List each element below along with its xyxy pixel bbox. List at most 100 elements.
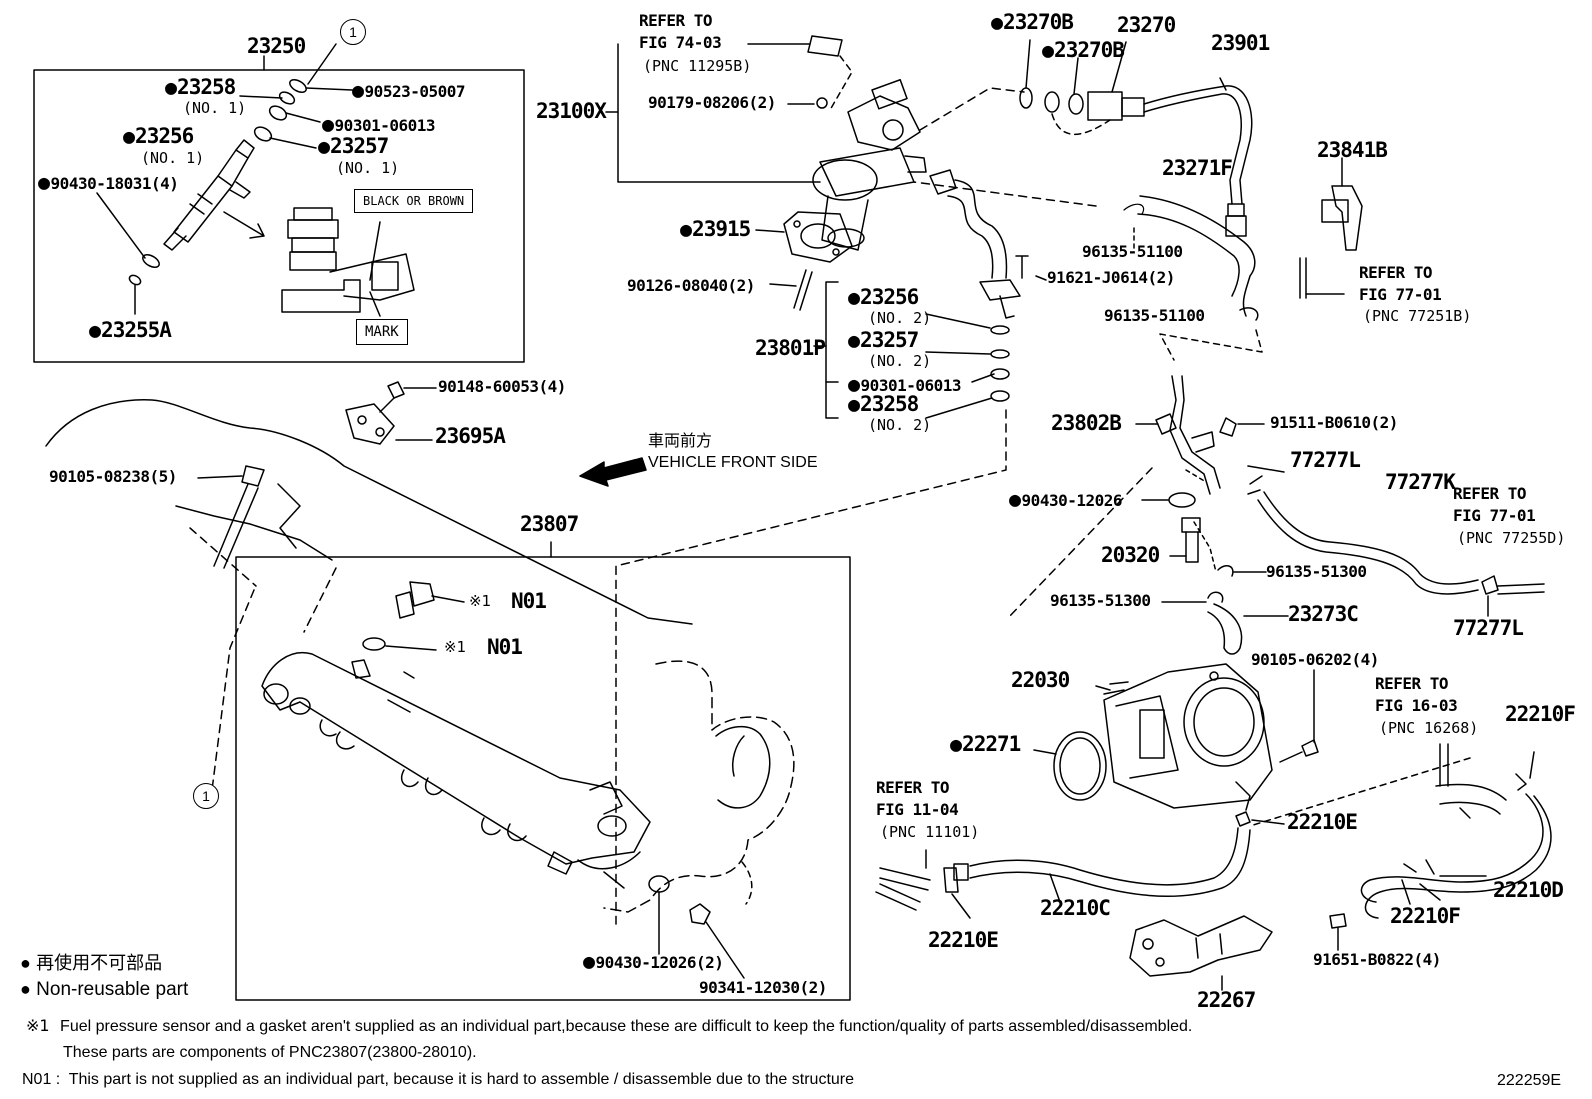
label-20320: 20320 bbox=[1101, 543, 1160, 567]
label-90523-05007: 90523-05007 bbox=[352, 80, 466, 100]
circle-ref-1-top: 1 bbox=[340, 19, 366, 45]
label-23100X: 23100X bbox=[536, 99, 607, 123]
label-23256-no2-sub: (NO. 2) bbox=[868, 309, 932, 327]
label-23695A: 23695A bbox=[435, 424, 506, 448]
label-96135-51300-b: 96135-51300 bbox=[1050, 591, 1151, 610]
union-bolt-20320-drawing bbox=[1169, 517, 1201, 563]
pump-refer-line3: (PNC 11295B) bbox=[643, 57, 752, 75]
reg-refer-line1: REFER TO bbox=[1359, 263, 1433, 282]
label-23273C: 23273C bbox=[1288, 602, 1359, 626]
label-90179-08206: 90179-08206(2) bbox=[648, 93, 776, 112]
label-22267: 22267 bbox=[1197, 988, 1256, 1012]
legend-jp: ● 再使用不可部品 bbox=[20, 953, 163, 974]
label-96135-51100-b: 96135-51100 bbox=[1104, 306, 1205, 325]
legend-en-text: Non-reusable part bbox=[36, 979, 189, 1000]
label-23257-no1: 23257 bbox=[318, 136, 389, 157]
label-96135-51100-a: 96135-51100 bbox=[1082, 242, 1183, 261]
n01-mark-a: ※1 bbox=[469, 592, 492, 610]
fuel-pump-drawing bbox=[787, 78, 927, 251]
label-22271: 22271 bbox=[950, 734, 1021, 755]
label-91651-B0822: 91651-B0822(4) bbox=[1313, 950, 1441, 969]
footnote-n1-mark: ※1 bbox=[26, 1016, 50, 1035]
footnote-n1-line2: These parts are components of PNC23807(2… bbox=[63, 1044, 477, 1061]
label-90105-06202: 90105-06202(4) bbox=[1251, 650, 1379, 669]
thr-refer-b2: FIG 11-04 bbox=[876, 800, 959, 819]
n01-mark-b: ※1 bbox=[444, 638, 467, 656]
footnote-n1: ※1 Fuel pressure sensor and a gasket are… bbox=[26, 1018, 1192, 1035]
label-front-jp: 車両前方 bbox=[648, 431, 713, 450]
label-22030: 22030 bbox=[1011, 668, 1070, 692]
footnote-n01-text: This part is not supplied as an individu… bbox=[68, 1071, 855, 1088]
bracket-22267-drawing bbox=[1129, 915, 1273, 977]
footnote-n1-line1: Fuel pressure sensor and a gasket aren't… bbox=[60, 1018, 1193, 1035]
label-23915: 23915 bbox=[680, 219, 751, 240]
label-22210F-a: 22210F bbox=[1505, 702, 1576, 726]
legend-jp-text: 再使用不可部品 bbox=[36, 953, 163, 974]
label-23807: 23807 bbox=[520, 512, 579, 536]
label-23250: 23250 bbox=[247, 34, 306, 58]
fuel-rail-drawing bbox=[261, 652, 651, 889]
label-23841B: 23841B bbox=[1317, 138, 1388, 162]
pump-refer-line2: FIG 74-03 bbox=[639, 33, 722, 52]
label-black-or-brown: BLACK OR BROWN bbox=[354, 189, 474, 213]
reg-refer-line3: (PNC 77251B) bbox=[1363, 307, 1472, 325]
label-22210C: 22210C bbox=[1040, 896, 1111, 920]
label-90301-06013-b: 90301-06013 bbox=[848, 374, 962, 394]
label-23257-no2: 23257 bbox=[848, 330, 919, 351]
label-23270: 23270 bbox=[1117, 13, 1176, 37]
thr-refer-a3: (PNC 16268) bbox=[1379, 719, 1479, 737]
label-23258-no1: 23258 bbox=[165, 77, 236, 98]
pump-refer-line1: REFER TO bbox=[639, 11, 713, 30]
thr-refer-b1: REFER TO bbox=[876, 778, 950, 797]
reg-refer-line2: FIG 77-01 bbox=[1359, 285, 1442, 304]
label-23258-no2: 23258 bbox=[848, 394, 919, 415]
label-23270B-a: 23270B bbox=[991, 12, 1074, 33]
label-91511-B0610: 91511-B0610(2) bbox=[1270, 413, 1398, 432]
label-77277K: 77277K bbox=[1385, 470, 1456, 494]
injector-drawing bbox=[163, 139, 255, 251]
circle-ref-1-bottom: 1 bbox=[193, 783, 219, 809]
label-77277L-b: 77277L bbox=[1453, 616, 1524, 640]
label-90430-18031: 90430-18031(4) bbox=[38, 172, 179, 192]
injector-group-box bbox=[33, 69, 525, 363]
label-22210F-b: 22210F bbox=[1390, 904, 1461, 928]
label-23271F: 23271F bbox=[1162, 156, 1233, 180]
mid-refer-line3: (PNC 77255D) bbox=[1457, 529, 1566, 547]
label-23901: 23901 bbox=[1211, 31, 1270, 55]
label-90430-12026-2: 90430-12026(2) bbox=[583, 951, 724, 971]
label-23258-no2-sub: (NO. 2) bbox=[868, 416, 932, 434]
label-n01-a: N01 bbox=[511, 589, 547, 613]
label-23270B-b: 23270B bbox=[1042, 40, 1125, 61]
thr-refer-a1: REFER TO bbox=[1375, 674, 1449, 693]
label-23255A: 23255A bbox=[89, 320, 172, 341]
fuel-rail-box bbox=[235, 556, 851, 1001]
label-23802B: 23802B bbox=[1051, 411, 1122, 435]
label-23801P: 23801P bbox=[755, 336, 826, 360]
label-91621-J0614: 91621-J0614(2) bbox=[1047, 268, 1175, 287]
mid-refer-line1: REFER TO bbox=[1453, 484, 1527, 503]
label-23256-no1: 23256 bbox=[123, 126, 194, 147]
pump-outlet-pipe bbox=[929, 169, 1047, 319]
throttle-body-drawing bbox=[1103, 663, 1273, 811]
label-96135-51300-a: 96135-51300 bbox=[1266, 562, 1367, 581]
thr-refer-b3: (PNC 11101) bbox=[880, 823, 980, 841]
mid-refer-line2: FIG 77-01 bbox=[1453, 506, 1536, 525]
label-90301-06013-a: 90301-06013 bbox=[322, 114, 436, 134]
legend-en: ● Non-reusable part bbox=[20, 979, 189, 1000]
thr-refer-a2: FIG 16-03 bbox=[1375, 696, 1458, 715]
footnote-n01: N01 : This part is not supplied as an in… bbox=[22, 1072, 854, 1088]
label-mark: MARK bbox=[356, 319, 408, 345]
label-n01-b: N01 bbox=[487, 635, 523, 659]
label-90430-12026: 90430-12026 bbox=[1009, 489, 1123, 509]
label-77277L-a: 77277L bbox=[1290, 448, 1361, 472]
label-22210E-a: 22210E bbox=[1287, 810, 1358, 834]
label-23257-no1-sub: (NO. 1) bbox=[336, 159, 400, 177]
label-23256-no1-sub: (NO. 1) bbox=[141, 149, 205, 167]
pressure-sensor-drawing bbox=[362, 581, 465, 651]
label-90105-08238: 90105-08238(5) bbox=[49, 467, 177, 486]
label-front-en: VEHICLE FRONT SIDE bbox=[648, 454, 818, 471]
label-23258-no1-sub: (NO. 1) bbox=[183, 99, 247, 117]
flange-23915-drawing bbox=[755, 211, 853, 263]
